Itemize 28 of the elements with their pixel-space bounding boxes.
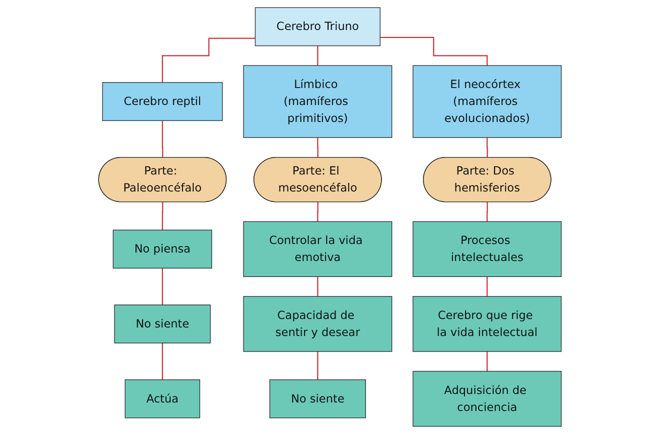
node-box: Controlar la vida emotiva bbox=[243, 221, 392, 277]
connector bbox=[317, 202, 319, 222]
node-box: Actúa bbox=[124, 379, 200, 418]
node-box: No siente bbox=[114, 304, 211, 344]
node-box: No siente bbox=[269, 379, 366, 418]
connector bbox=[380, 36, 488, 66]
connector bbox=[317, 276, 318, 297]
node-box: Adquisición de conciencia bbox=[412, 370, 562, 427]
connector bbox=[317, 45, 318, 66]
connector bbox=[486, 350, 488, 372]
node-box: Capacidad de sentir y desear bbox=[243, 296, 392, 352]
node-box: Procesos intelectuales bbox=[412, 221, 562, 277]
node-box: El neocórtex (mamíferos evolucionados) bbox=[412, 65, 562, 138]
connector bbox=[486, 137, 488, 158]
node-box: Límbico (mamíferos primitivos) bbox=[243, 65, 392, 138]
node-box: Cerebro Triuno bbox=[254, 7, 380, 46]
node-box: Cerebro que rige la vida intelectual bbox=[412, 296, 562, 352]
connector bbox=[486, 202, 488, 222]
node-box: Cerebro reptil bbox=[102, 82, 223, 121]
node-box: No piensa bbox=[112, 230, 212, 269]
connector bbox=[317, 137, 319, 158]
connector bbox=[162, 342, 164, 380]
connector bbox=[486, 276, 488, 297]
connector bbox=[162, 120, 164, 158]
connector bbox=[317, 350, 318, 380]
connector bbox=[162, 202, 164, 231]
connector bbox=[162, 268, 164, 306]
connector bbox=[162, 38, 256, 84]
